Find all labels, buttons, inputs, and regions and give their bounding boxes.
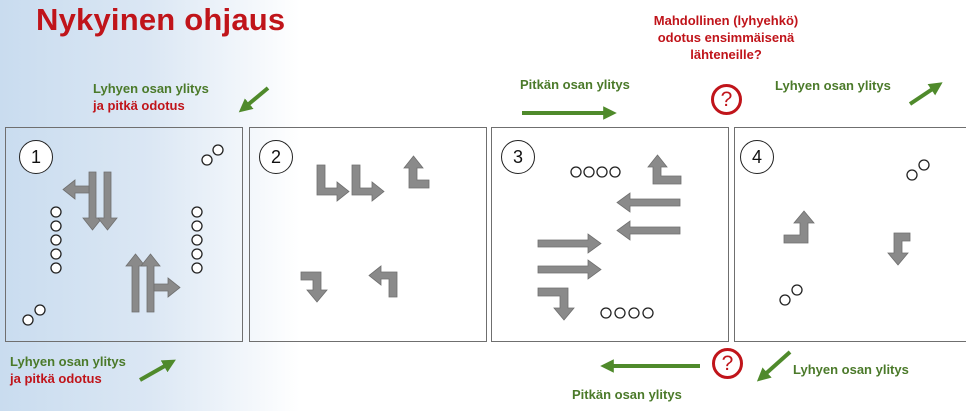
traffic-arrows-p1 [62,171,181,313]
question-mark-icon: ? [712,348,743,379]
phase-panel-4 [734,127,966,342]
crossing-arrow-p4-top [908,82,943,106]
label-p3-top: Pitkän osan ylitys [520,77,630,92]
left-turn-arrow [62,179,90,200]
right-turn-arrow [153,277,181,298]
label-p3-bottom: Pitkän osan ylitys [572,387,682,402]
page-title: Nykyinen ohjaus [36,2,286,37]
down-left-turn-arrow [368,265,398,298]
label-p1-bottom-line1: Lyhyen osan ylitys [10,354,126,369]
traffic-arrows-p3 [537,154,682,321]
crossing-arrow-p1-bottom [139,359,176,382]
right-turn-arrow [351,164,385,202]
left-arrow [616,220,681,241]
panel-number-3: 3 [501,140,535,174]
pedestrians-p4 [779,159,930,306]
right-arrow [537,259,602,280]
up-arrow [140,253,161,313]
down-turn-arrow [887,232,911,266]
down-arrow [82,171,103,231]
up-arrow [125,253,146,313]
label-wait-question: Mahdollinen (lyhyehkö) odotus ensimmäise… [653,13,799,62]
phase-panel-1 [5,127,243,342]
label-p4-bottom: Lyhyen osan ylitys [793,362,909,377]
left-background-fade [0,0,300,411]
u-up-arrow [647,154,682,185]
down-right-turn-arrow [300,271,328,303]
label-p1-bottom-line2: ja pitkä odotus [10,371,102,386]
right-turn-arrow [316,164,350,202]
down-arrow [97,171,118,231]
pedestrians-p1 [22,144,224,326]
crossing-arrow-p4-bottom [756,350,792,382]
traffic-arrows-p2 [300,155,430,303]
panel-number-2: 2 [259,140,293,174]
up-turn-arrow [783,210,815,244]
pedestrians-p3 [570,166,654,319]
question-mark-icon: ? [711,84,742,115]
label-p4-top: Lyhyen osan ylitys [775,78,891,93]
left-arrow [616,192,681,213]
label-p1-top-line2: ja pitkä odotus [93,98,185,113]
label-p1-top-line1: Lyhyen osan ylitys [93,81,209,96]
panel-number-4: 4 [740,140,774,174]
phase-panel-3 [491,127,729,342]
crossing-arrow-p1-top [238,86,270,113]
right-arrow [537,233,602,254]
u-up-arrow [403,155,430,189]
right-down-turn-arrow [537,287,575,321]
phase-panel-2 [249,127,487,342]
panel-number-1: 1 [19,140,53,174]
traffic-arrows-p4 [783,210,911,266]
